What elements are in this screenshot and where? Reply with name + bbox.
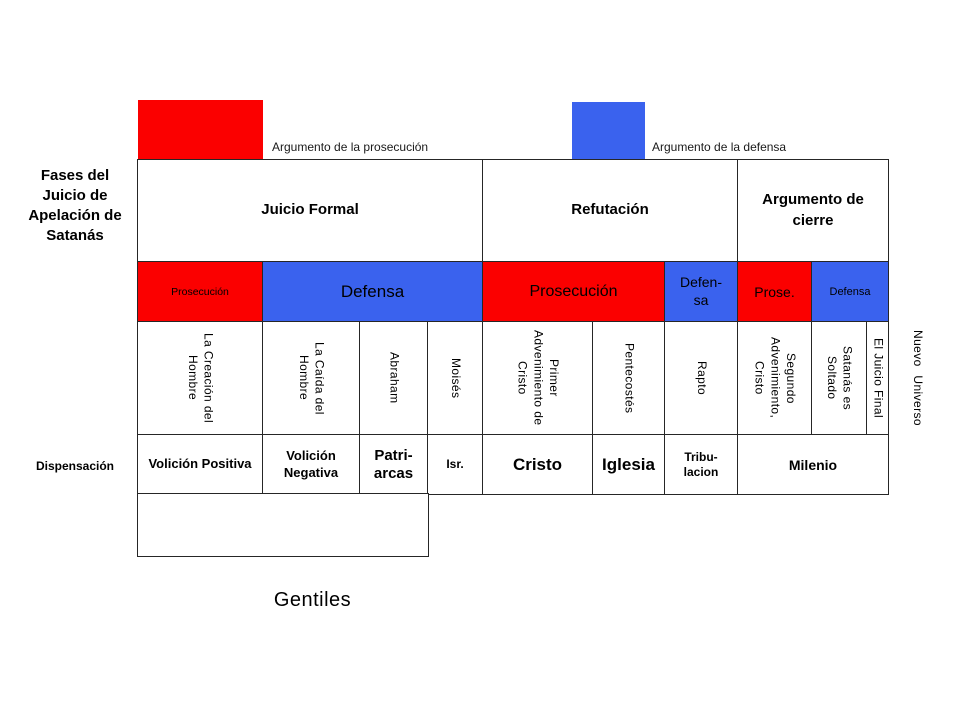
event-cell-rapto: Rapto — [665, 322, 738, 435]
event-label: Segundo Advenimiento, Cristo — [752, 337, 798, 419]
event-cell-pentecostes: Pentecostés — [593, 322, 665, 435]
dispensation-cell-patriarcas: Patri- arcas — [360, 435, 428, 494]
dispensation-cell-milenio: Milenio — [788, 456, 838, 473]
event-cell-primer-advenimiento: Primer Advenimiento de Cristo — [483, 322, 593, 435]
phase-header-juicio-formal: Juicio Formal — [138, 160, 483, 262]
prosecution-legend-label: Argumento de la prosecución — [272, 140, 429, 154]
event-label: Satanás es Soltado — [825, 345, 855, 411]
defense-legend-swatch — [572, 102, 645, 161]
party-cell-prosecucion-2: Prosecución — [483, 262, 665, 322]
gentiles-empty-box — [137, 493, 429, 557]
party-cell-defensa-2: Defen- sa — [665, 262, 738, 322]
dispensation-cell-volicion-negativa: Volición Negativa — [263, 435, 360, 494]
event-cell-creacion: La Creación del Hombre — [138, 322, 263, 435]
dispensation-cell-volicion-positiva: Volición Positiva — [138, 435, 263, 494]
event-label: La Caída del Hombre — [297, 341, 327, 415]
event-cell-satanas-soltado: Satanás es Soltado — [812, 322, 867, 435]
event-label: Rapto — [694, 360, 709, 396]
phase-header-argumento-cierre: Argumento de cierre — [738, 160, 888, 262]
event-label: La Creación del Hombre — [186, 332, 216, 424]
event-cell-moises: Moisés — [428, 322, 483, 435]
gentiles-label: Gentiles — [273, 589, 352, 611]
event-label: Primer Advenimiento de Cristo — [515, 330, 561, 426]
nuevo-universo-label: Nuevo Universo — [911, 330, 925, 426]
chart-title: Fases del Juicio de Apelación de Satanás — [28, 167, 122, 244]
event-cell-abraham: Abraham — [360, 322, 428, 435]
event-cell-caida: La Caída del Hombre — [263, 322, 360, 435]
event-cell-segundo-advenimiento: Segundo Advenimiento, Cristo — [738, 322, 812, 435]
party-cell-defensa-1: Defensa — [263, 262, 483, 322]
phases-table: Juicio Formal Refutación Argumento de ci… — [137, 159, 889, 495]
event-label: El Juicio Final — [871, 337, 886, 419]
defense-legend-label: Argumento de la defensa — [652, 140, 787, 154]
dispensation-cell-cristo: Cristo — [483, 435, 593, 494]
event-label: Pentecostés — [622, 342, 637, 414]
dispensation-cell-tribulacion: Tribu- lacion — [665, 435, 738, 494]
event-label: Abraham — [387, 352, 402, 404]
dispensation-cell-iglesia: Iglesia — [593, 435, 665, 494]
party-cell-prosecucion-1: Prosecución — [138, 262, 263, 322]
dispensation-cell-israel: Isr. — [428, 435, 483, 494]
prosecution-legend-swatch — [138, 100, 263, 161]
event-cell-juicio-final: El Juicio Final — [867, 322, 888, 435]
party-cell-prose: Prose. — [738, 262, 812, 322]
phase-header-refutacion: Refutación — [483, 160, 738, 262]
dispensation-row-label: Dispensación — [35, 459, 115, 473]
event-label: Moisés — [448, 357, 463, 399]
party-cell-defensa-3: Defensa — [812, 262, 888, 322]
